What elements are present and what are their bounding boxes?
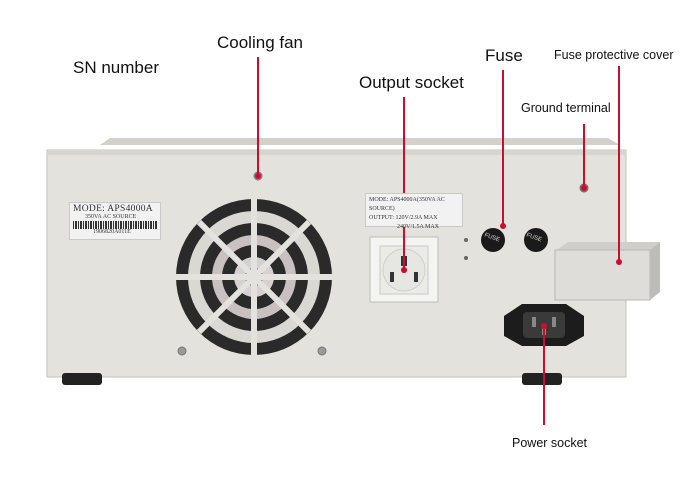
output-line2: 240V/1.5A MAX	[397, 224, 440, 230]
label-fuse: Fuse	[485, 46, 523, 65]
cooling-fan-grille	[176, 199, 332, 355]
foot-right	[522, 373, 562, 385]
output-line1: OUTPUT: 120V/2.9A MAX	[369, 215, 438, 221]
label-fuse-protective-cover: Fuse protective cover	[554, 48, 674, 62]
housing-top	[100, 138, 620, 145]
sn-spec: 350VA AC SOURCE	[85, 214, 137, 220]
fuse-holders	[481, 228, 548, 252]
sn-barcode	[73, 221, 157, 229]
output-rating-sticker: MODE: APS4000A(350VA AC SOURCE) OUTPUT: …	[365, 193, 463, 230]
output-socket	[369, 236, 439, 303]
fuse-protective-cover	[554, 242, 660, 301]
label-cooling-fan: Cooling fan	[217, 33, 304, 52]
sn-sticker: MODE: APS4000A 350VA AC SOURCE 1906820A0…	[69, 202, 161, 240]
callout-pointers	[255, 57, 622, 425]
label-sn-number: SN number	[73, 58, 159, 77]
foot-left	[62, 373, 102, 385]
label-ground-terminal: Ground terminal	[521, 101, 611, 115]
label-output-socket: Output socket	[359, 73, 464, 92]
output-model: MODE: APS4000A(350VA AC SOURCE)	[369, 197, 445, 212]
sn-serial: 1906820A011E	[93, 229, 131, 235]
label-power-socket: Power socket	[512, 436, 588, 450]
sn-model: MODE: APS4000A	[73, 204, 153, 214]
